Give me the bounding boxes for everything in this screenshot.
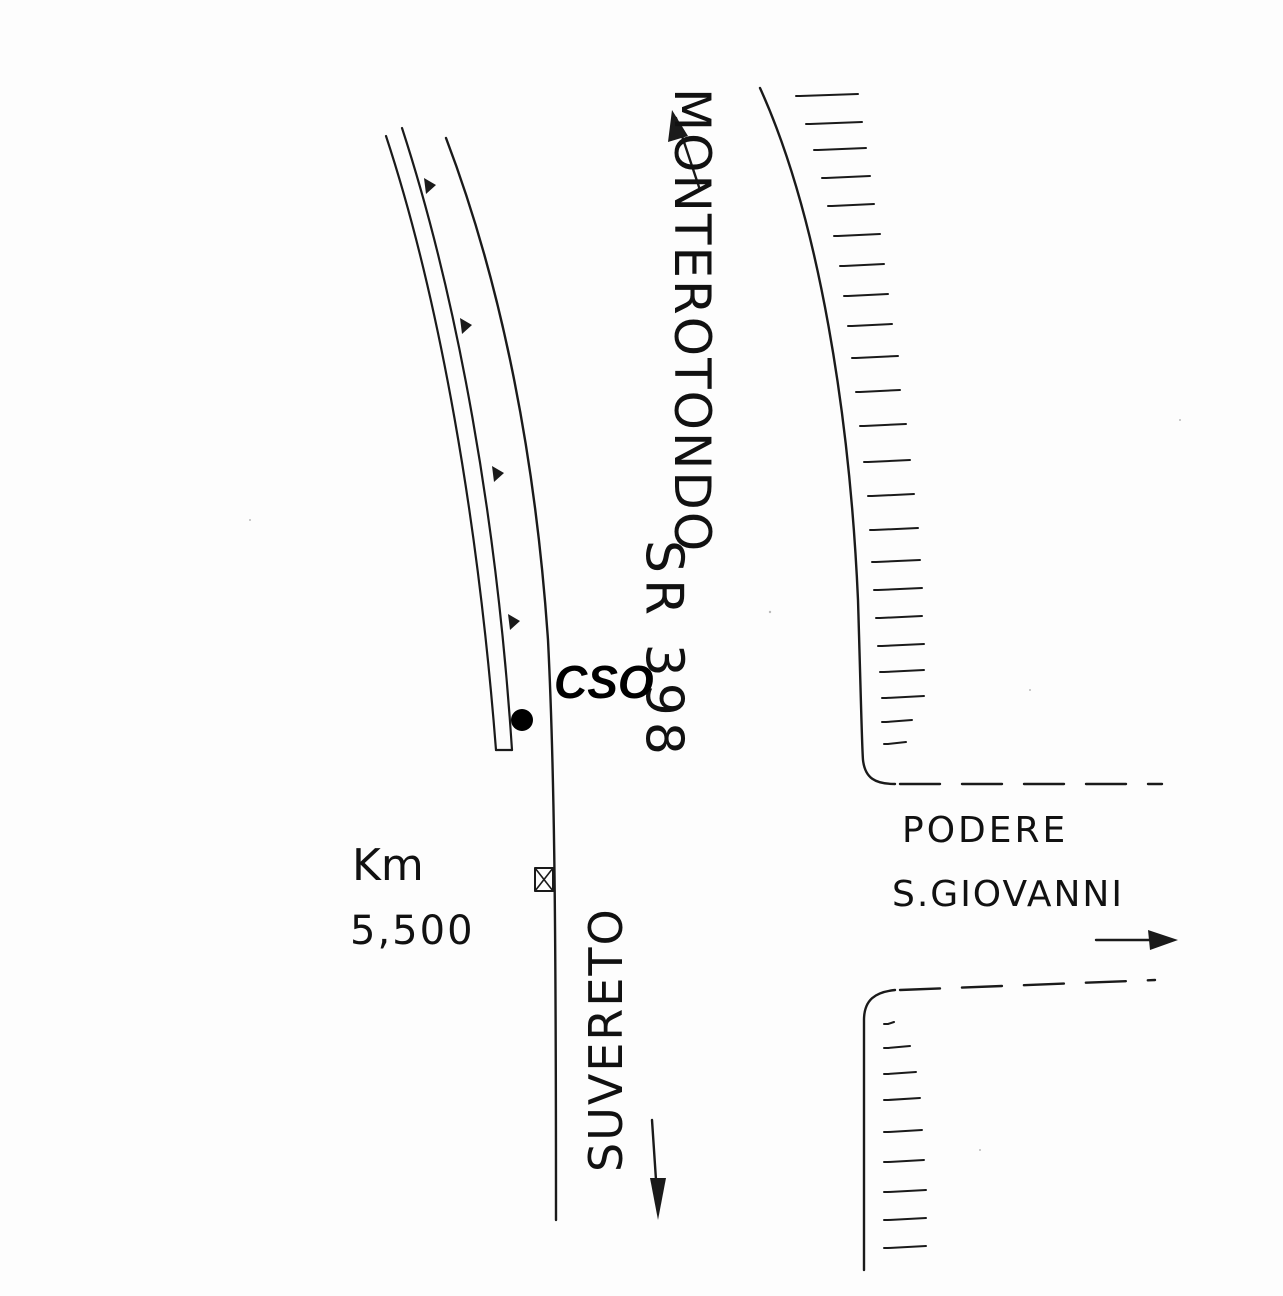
arrow-up-icon xyxy=(668,110,702,192)
north-direction-label: MONTEROTONDO xyxy=(663,88,721,553)
site-marker-dot xyxy=(511,709,533,731)
side-road-lower-dashes xyxy=(898,978,1157,992)
farm-name-line2: S.GIOVANNI xyxy=(892,874,1124,915)
lower-embankment-hachures xyxy=(883,1021,927,1249)
site-marker-label: CSO xyxy=(554,656,654,708)
upper-embankment-hachures xyxy=(795,93,925,745)
guardrail-outer-line xyxy=(384,134,498,752)
lower-embankment-edge xyxy=(862,988,897,1272)
arrow-right-icon xyxy=(1094,930,1178,950)
paper-specks xyxy=(249,419,1181,1151)
road-name-label: SR 398 xyxy=(633,540,693,761)
km-label: Km xyxy=(352,840,424,891)
arrow-down-icon xyxy=(650,1118,666,1220)
guardrail-barbs xyxy=(424,178,520,630)
south-direction-label: SUVERETO xyxy=(579,907,633,1172)
km-value-label: 5,500 xyxy=(350,908,475,954)
upper-embankment-edge xyxy=(758,86,897,786)
main-road-edge xyxy=(444,136,558,1222)
km-post-marker xyxy=(534,867,554,892)
guardrail-inner-line xyxy=(400,126,514,752)
farm-name-line1: PODERE xyxy=(902,810,1068,851)
